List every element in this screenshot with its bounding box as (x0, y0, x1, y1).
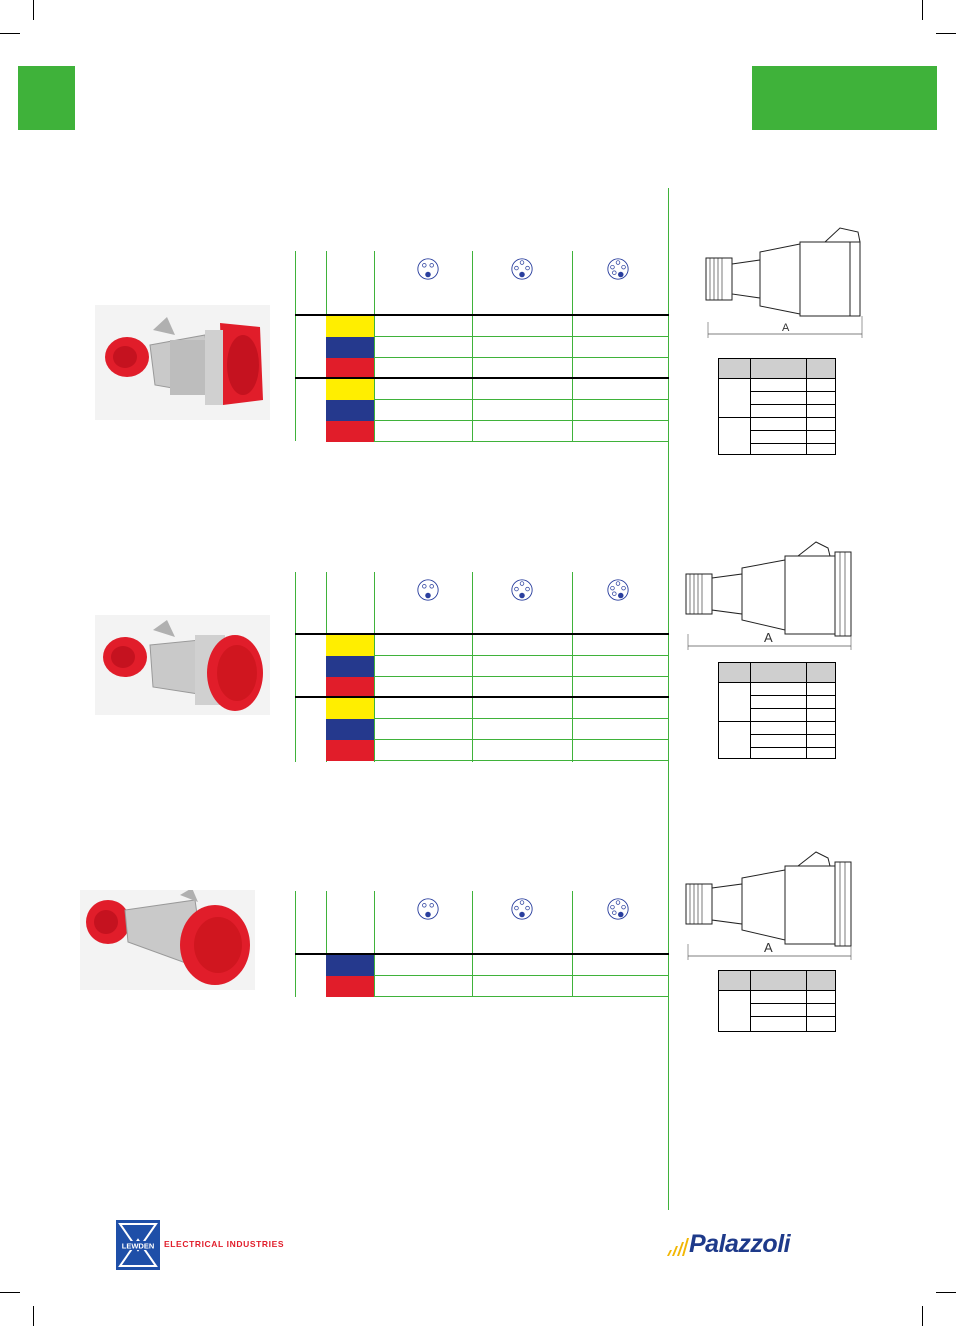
dimension-label: A (764, 630, 773, 645)
crop-mark (922, 0, 923, 20)
table-divider (295, 572, 296, 762)
swatch-blue (326, 955, 374, 976)
swatch-red (326, 976, 374, 997)
dimension-table-3 (718, 970, 836, 1032)
palazzoli-logo: Palazzoli (665, 1230, 845, 1262)
dimension-table-header (719, 663, 835, 683)
column-divider (668, 188, 669, 1210)
swatch-yellow (326, 379, 374, 400)
crop-mark (936, 1292, 956, 1293)
crop-mark (922, 1306, 923, 1326)
dimension-drawing-1: A (705, 227, 863, 338)
lewden-logo: LEWDEN ELECTRICAL INDUSTRIES (116, 1220, 316, 1270)
pin-3p-n-e-icon (607, 579, 629, 601)
pin-3p-e-icon (511, 579, 533, 601)
spec-table-2 (295, 572, 669, 762)
table-divider (295, 251, 296, 441)
pin-2p-e-icon (417, 258, 439, 280)
dimension-table-header (719, 359, 835, 379)
dimension-table-2 (718, 662, 836, 759)
table-row (295, 635, 669, 656)
dimension-drawing-2: A (685, 541, 852, 650)
palazzoli-name: Palazzoli (689, 1230, 791, 1258)
swatch-yellow (326, 316, 374, 337)
dimension-table-1 (718, 358, 836, 455)
product-photo-socket-1 (95, 305, 270, 420)
pin-3p-e-icon (511, 258, 533, 280)
table-divider (572, 572, 573, 762)
table-row (295, 698, 669, 719)
group-divider (295, 314, 669, 316)
table-row (295, 358, 669, 379)
swatch-blue (326, 337, 374, 358)
crop-mark (0, 33, 20, 34)
swatch-yellow (326, 635, 374, 656)
swatch-yellow (326, 698, 374, 719)
lewden-company-name: ELECTRICAL INDUSTRIES (164, 1239, 285, 1249)
pin-2p-e-icon (417, 579, 439, 601)
table-row (295, 379, 669, 400)
table-row (295, 740, 669, 761)
crop-mark (0, 1292, 20, 1293)
swatch-blue (326, 400, 374, 421)
spec-table-1 (295, 251, 669, 442)
dimension-label: A (764, 940, 773, 955)
crop-mark (33, 0, 34, 20)
green-tab-left (18, 66, 75, 130)
table-divider (374, 572, 375, 762)
table-row (295, 316, 669, 337)
table-divider (572, 891, 573, 997)
table-row (295, 400, 669, 421)
pin-2p-e-icon (417, 898, 439, 920)
lewden-emblem-icon: LEWDEN (116, 1220, 160, 1270)
crop-mark (33, 1306, 34, 1326)
table-row (295, 955, 669, 976)
swatch-blue (326, 719, 374, 740)
pin-3p-n-e-icon (607, 898, 629, 920)
swatch-blue (326, 656, 374, 677)
table-divider (472, 891, 473, 997)
green-tab-right (752, 66, 937, 130)
dimension-table-header (719, 971, 835, 991)
swatch-red (326, 740, 374, 761)
table-row (295, 719, 669, 740)
crop-mark (936, 33, 956, 34)
table-row (295, 677, 669, 698)
table-divider (472, 251, 473, 441)
product-photo-socket-3 (80, 890, 255, 990)
pin-3p-n-e-icon (607, 258, 629, 280)
dimension-label: A (782, 322, 790, 334)
swatch-red (326, 358, 374, 379)
group-divider (295, 696, 669, 698)
lewden-emblem-text: LEWDEN (122, 1242, 155, 1251)
swatch-red (326, 677, 374, 698)
table-row (295, 976, 669, 997)
group-divider (295, 377, 669, 379)
table-divider (295, 891, 296, 997)
table-divider (326, 891, 327, 997)
group-divider (295, 953, 669, 955)
table-row (295, 337, 669, 358)
table-divider (374, 251, 375, 441)
table-row (295, 421, 669, 442)
spec-table-3 (295, 891, 669, 997)
table-divider (472, 572, 473, 762)
pin-3p-e-icon (511, 898, 533, 920)
product-photo-socket-2 (95, 615, 270, 715)
dimension-drawing-3: A (685, 851, 852, 960)
table-divider (572, 251, 573, 441)
table-divider (374, 891, 375, 997)
palazzoli-bars-icon (667, 1238, 689, 1256)
group-divider (295, 633, 669, 635)
swatch-red (326, 421, 374, 442)
table-row (295, 656, 669, 677)
